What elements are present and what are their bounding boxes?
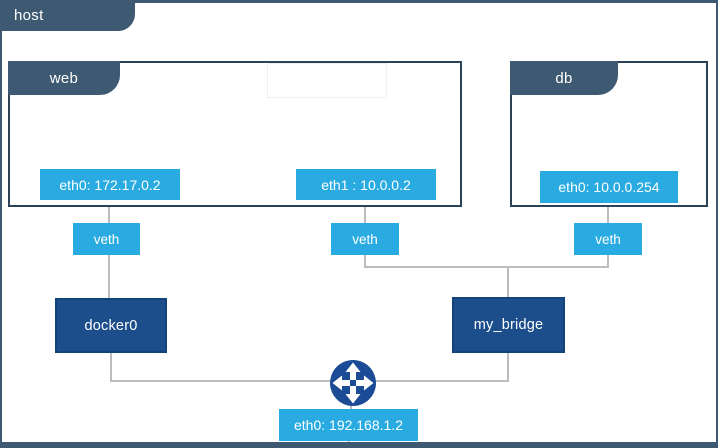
container-db-label: db — [555, 69, 573, 87]
router-icon — [330, 360, 376, 406]
web-eth1-chip: eth1 : 10.0.0.2 — [296, 169, 436, 200]
host-eth0-chip: eth0: 192.168.1.2 — [279, 409, 418, 441]
host-label: host — [14, 7, 44, 24]
connector-web-eth1-veth — [364, 200, 366, 223]
container-db-tab: db — [510, 61, 618, 95]
db-eth0-chip: eth0: 10.0.0.254 — [540, 171, 678, 203]
host-tab: host — [0, 0, 135, 31]
connector-my-bridge-down — [507, 353, 509, 382]
host-border-bottom — [0, 442, 718, 448]
host-border-top — [0, 0, 718, 3]
docker0-bridge: docker0 — [55, 298, 167, 353]
connector-veths-join — [364, 266, 609, 268]
connector-veth-db-down — [607, 255, 609, 268]
veth-web-eth1-chip: veth — [331, 223, 399, 255]
my-bridge: my_bridge — [452, 297, 565, 353]
container-web-tab: web — [8, 61, 120, 95]
container-web-label: web — [49, 69, 79, 87]
connector-web-eth0-veth — [108, 200, 110, 223]
host-border-left — [0, 0, 2, 448]
connector-bridges-router — [110, 380, 509, 382]
connector-db-eth0-veth — [607, 203, 609, 223]
connector-veth-mid-down — [364, 255, 366, 268]
host-border-right — [716, 0, 718, 448]
blank-overlay — [267, 63, 387, 98]
connector-join-my-bridge — [507, 266, 509, 298]
web-eth0-chip: eth0: 172.17.0.2 — [40, 169, 180, 200]
connector-docker0-down — [110, 353, 112, 382]
connector-veth-docker0 — [108, 255, 110, 298]
veth-web-eth0-chip: veth — [73, 223, 140, 255]
veth-db-eth0-chip: veth — [574, 223, 642, 255]
